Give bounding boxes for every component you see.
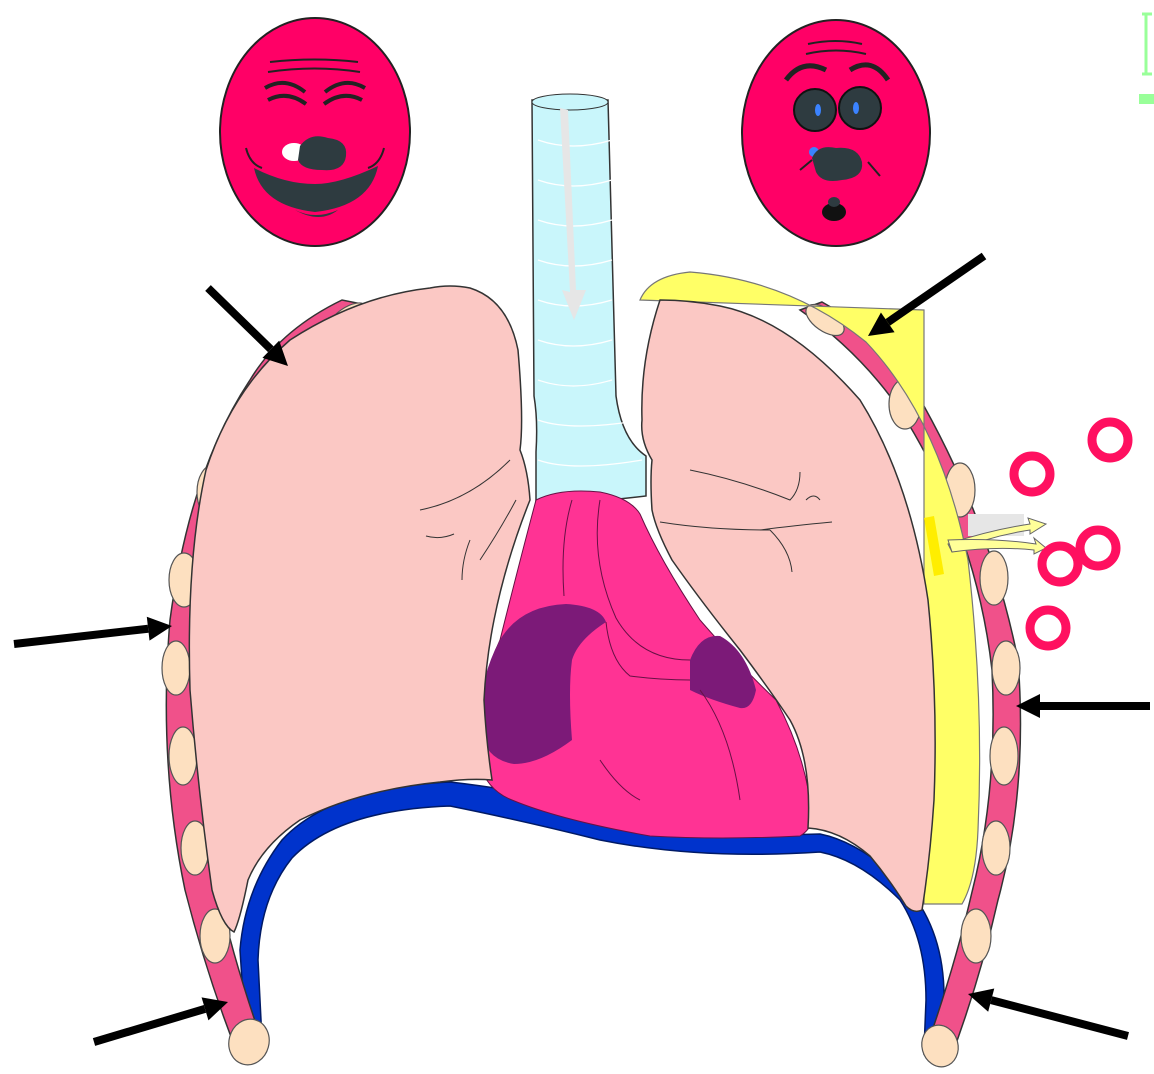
pointer-arrow-icon (208, 288, 288, 366)
air-bubble-icon (1092, 422, 1128, 458)
pointer-arrow-icon (968, 988, 1128, 1036)
pointer-arrow-icon (14, 617, 172, 644)
rib (169, 727, 197, 785)
left-lung (189, 286, 530, 932)
air-bubble-icon (1042, 546, 1078, 582)
pointer-arrow-icon (868, 256, 984, 336)
surprised-face-icon (742, 20, 930, 246)
happy-face-icon (220, 18, 410, 246)
air-bubbles (1014, 422, 1128, 646)
rib (992, 641, 1020, 695)
pointer-arrow-icon (94, 997, 228, 1042)
rib (162, 641, 190, 695)
rib (982, 821, 1010, 875)
rib (990, 727, 1018, 785)
air-bubble-icon (1080, 530, 1116, 566)
air-bubble-icon (1030, 610, 1066, 646)
trachea (532, 94, 646, 508)
rib (980, 551, 1008, 605)
pointer-arrow-icon (1016, 694, 1150, 718)
air-bubble-icon (1014, 456, 1050, 492)
rib (961, 909, 991, 963)
corner-bracket-mark (1139, 14, 1154, 104)
